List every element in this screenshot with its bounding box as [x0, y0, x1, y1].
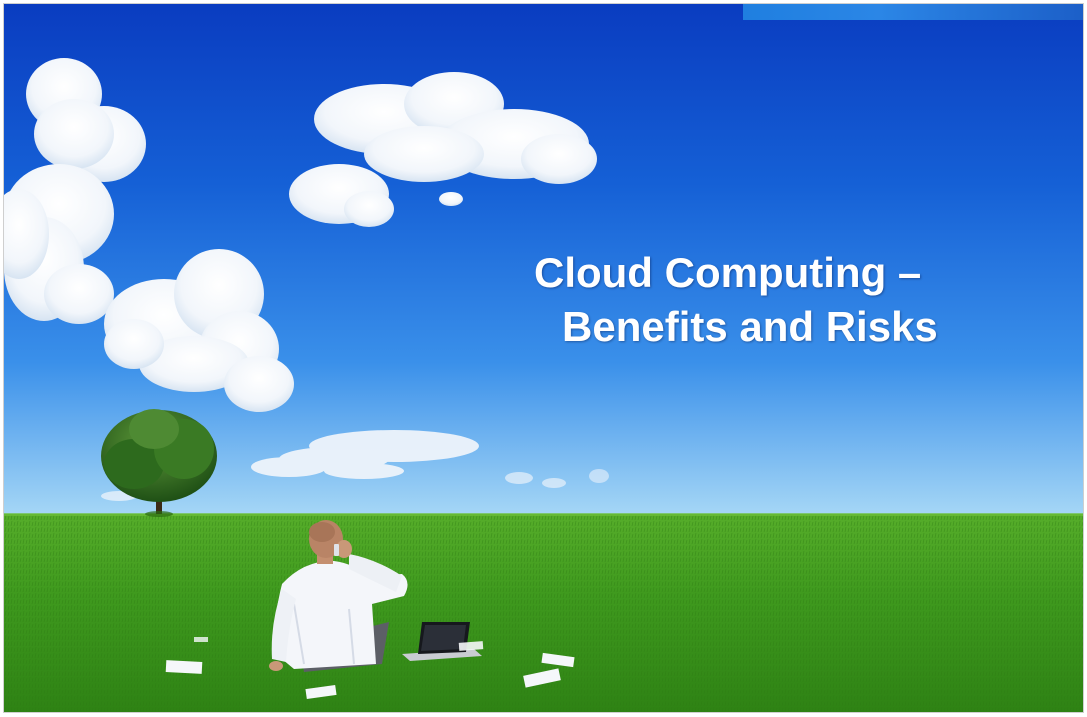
landscape-photo: [4, 4, 1083, 712]
title-slide: Cloud Computing – Benefits and Risks: [3, 3, 1084, 713]
cloud-top-center: [289, 72, 597, 227]
title-line-1: Cloud Computing –: [534, 249, 922, 296]
papers: [165, 637, 575, 700]
tree: [101, 409, 217, 517]
slide-title: Cloud Computing – Benefits and Risks: [504, 246, 1024, 354]
clouds-left: [4, 58, 294, 412]
title-line-2: Benefits and Risks: [562, 303, 938, 350]
laptop: [402, 622, 482, 661]
person-on-phone: [269, 520, 408, 672]
accent-bar: [743, 4, 1083, 20]
